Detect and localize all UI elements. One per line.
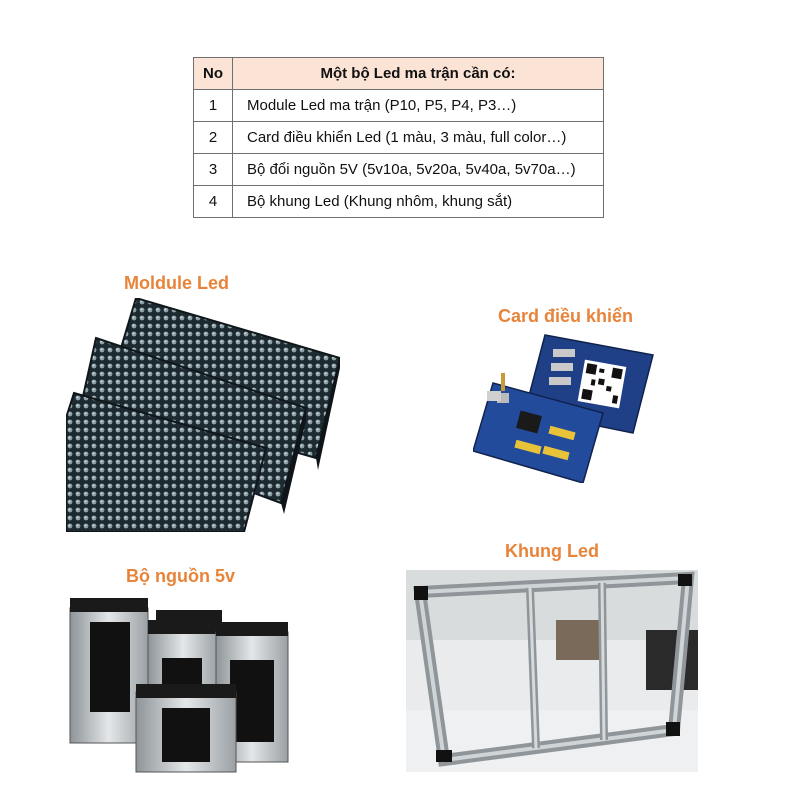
table-row: 4 Bộ khung Led (Khung nhôm, khung sắt) xyxy=(193,185,604,218)
row-no: 2 xyxy=(193,121,233,154)
control-card-photo xyxy=(473,333,658,483)
table-header-row: No Một bộ Led ma trận cần có: xyxy=(193,57,604,90)
row-no: 3 xyxy=(193,153,233,186)
caption-module-led: Moldule Led xyxy=(124,273,229,293)
requirements-table: No Một bộ Led ma trận cần có: 1 Module L… xyxy=(193,57,604,218)
row-no: 4 xyxy=(193,185,233,218)
led-module-photo xyxy=(66,298,340,532)
caption-power-supply: Bộ nguồn 5v xyxy=(126,566,235,586)
row-item: Bộ đổi nguồn 5V (5v10a, 5v20a, 5v40a, 5v… xyxy=(232,153,604,186)
power-supply-photo xyxy=(66,592,306,782)
table-row: 2 Card điều khiển Led (1 màu, 3 màu, ful… xyxy=(193,121,604,154)
row-item: Card điều khiển Led (1 màu, 3 màu, full … xyxy=(232,121,604,154)
table-row: 3 Bộ đổi nguồn 5V (5v10a, 5v20a, 5v40a, … xyxy=(193,153,604,186)
row-item: Bộ khung Led (Khung nhôm, khung sắt) xyxy=(232,185,604,218)
caption-led-frame: Khung Led xyxy=(505,541,599,561)
row-no: 1 xyxy=(193,89,233,122)
row-item: Module Led ma trận (P10, P5, P4, P3…) xyxy=(232,89,604,122)
table-row: 1 Module Led ma trận (P10, P5, P4, P3…) xyxy=(193,89,604,122)
header-no: No xyxy=(193,57,233,90)
header-item: Một bộ Led ma trận cần có: xyxy=(232,57,604,90)
caption-control-card: Card điều khiển xyxy=(498,306,634,326)
led-frame-photo xyxy=(406,570,698,772)
